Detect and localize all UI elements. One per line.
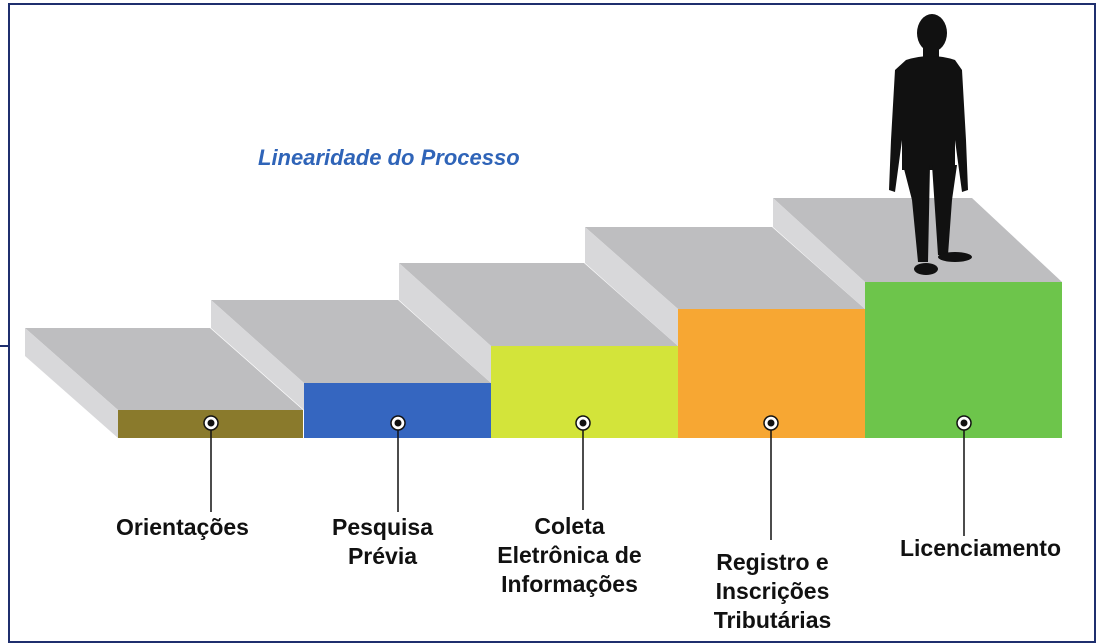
step-side xyxy=(399,263,491,383)
step-side xyxy=(773,198,865,309)
diagram-title: Linearidade do Processo xyxy=(258,145,520,170)
step-label-coleta-eletronica: Coleta Eletrônica de Informações xyxy=(497,513,642,597)
marker-dot xyxy=(203,415,219,431)
step-label-registro-inscricoes: Registro e Inscrições Tributárias xyxy=(713,549,832,633)
step-coleta-eletronica xyxy=(399,263,678,438)
step-pesquisa-previa xyxy=(211,300,491,438)
person-silhouette xyxy=(889,14,972,275)
step-label-licenciamento: Licenciamento xyxy=(899,535,1062,561)
markers xyxy=(203,415,972,431)
step-side xyxy=(25,328,118,438)
step-top xyxy=(399,263,678,346)
step-label-orientacoes: Orientações xyxy=(116,514,249,540)
step-top xyxy=(211,300,491,383)
step-registro-inscricoes xyxy=(585,227,865,438)
marker-dot xyxy=(956,415,972,431)
connectors xyxy=(210,423,965,540)
step-top xyxy=(25,328,303,410)
marker-dot xyxy=(575,415,591,431)
marker-dot xyxy=(763,415,779,431)
step-side xyxy=(211,300,304,410)
marker-dot xyxy=(390,415,406,431)
step-label-pesquisa-previa: Pesquisa Prévia xyxy=(332,514,433,569)
step-top xyxy=(585,227,865,309)
step-side xyxy=(585,227,678,346)
step-front xyxy=(865,282,1062,438)
frame-tick xyxy=(0,345,10,347)
